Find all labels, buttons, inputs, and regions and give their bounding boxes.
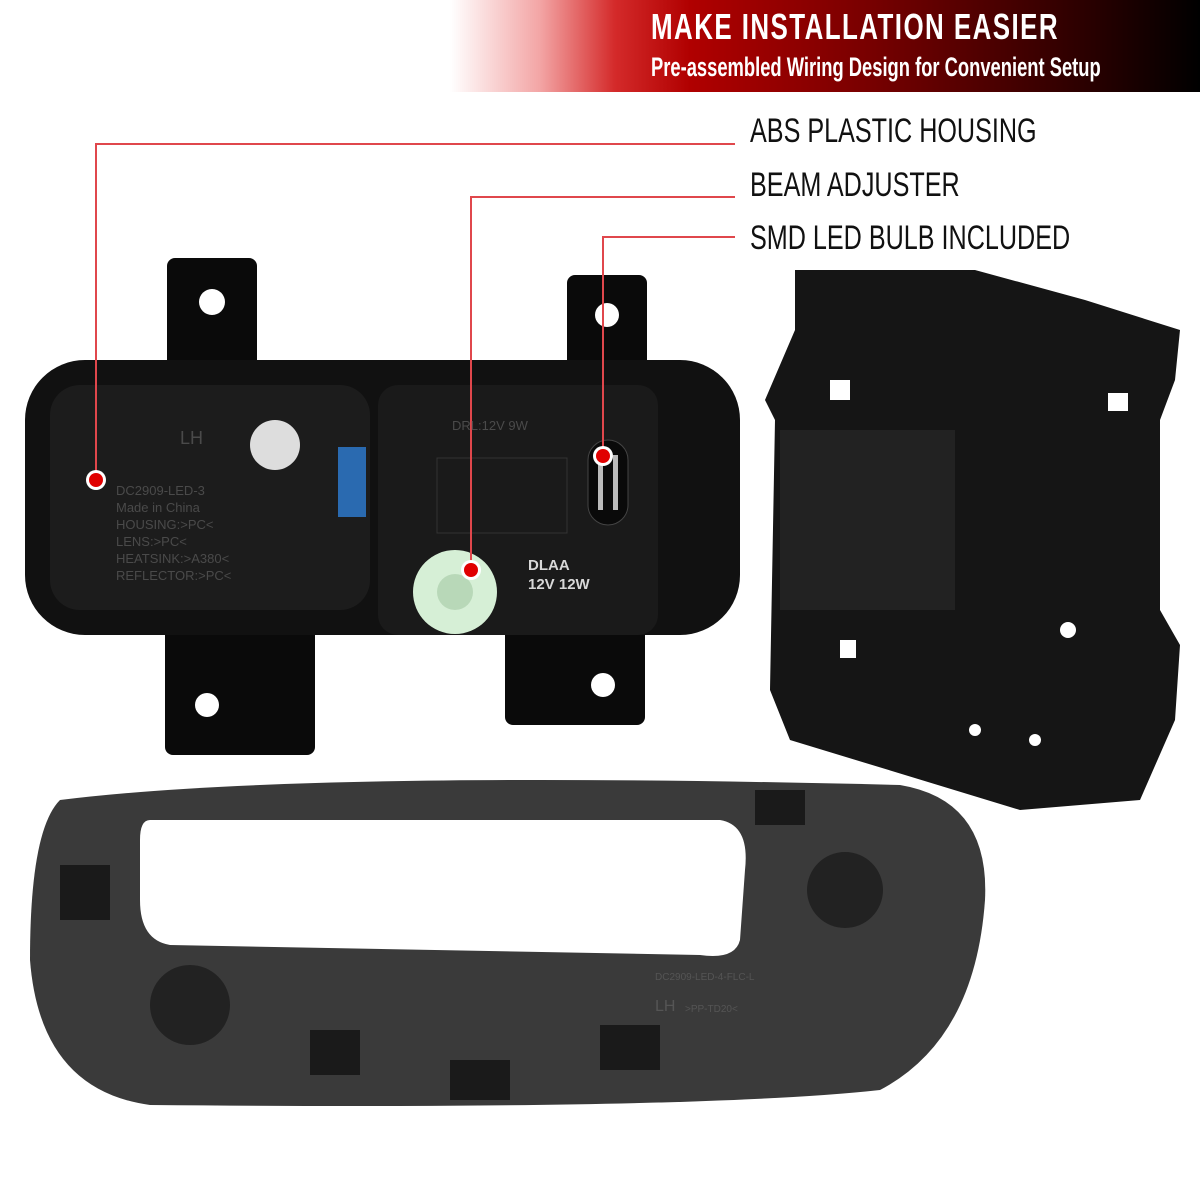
marking-bezel-material: >PP-TD20< [685,1004,738,1015]
bulb-line: DLAA [528,557,570,574]
banner-subtitle: Pre-assembled Wiring Design for Convenie… [651,52,1101,82]
bulb-line: 12V 12W [528,576,590,593]
callout-line-adjuster [470,196,735,570]
marking-line: Made in China [116,500,200,515]
marking-drl: DRL:12V 9W [452,418,528,433]
marking-side: LH [180,428,204,448]
bezel-frame [30,780,986,1106]
callout-smd-led-bulb: SMD LED BULB INCLUDED [750,219,1071,257]
marking-bulb: DLAA 12V 12W [528,556,590,594]
header-banner [450,0,1200,92]
marking-line: HEATSINK:>A380< [116,551,230,566]
marking-line: DC2909-LED-3 [116,483,205,498]
mounting-bracket [765,270,1180,810]
marking-line: REFLECTOR:>PC< [116,568,232,583]
callout-dots [86,446,613,580]
marking-bezel-code: DC2909-LED-4-FLC-L [655,972,755,983]
callout-abs-plastic-housing: ABS PLASTIC HOUSING [750,112,1037,150]
callout-line-housing [95,143,735,480]
marking-part-lines: DC2909-LED-3 Made in China HOUSING:>PC< … [116,482,231,584]
marking-bezel-side: LH [655,998,676,1015]
fog-light-housing [25,258,740,755]
banner-title: MAKE INSTALLATION EASIER [651,6,1060,47]
callout-beam-adjuster: BEAM ADJUSTER [750,166,960,204]
marking-line: LENS:>PC< [116,534,187,549]
marking-line: HOUSING:>PC< [116,517,214,532]
callout-line-bulb [602,236,735,456]
callout-lines [95,143,735,570]
